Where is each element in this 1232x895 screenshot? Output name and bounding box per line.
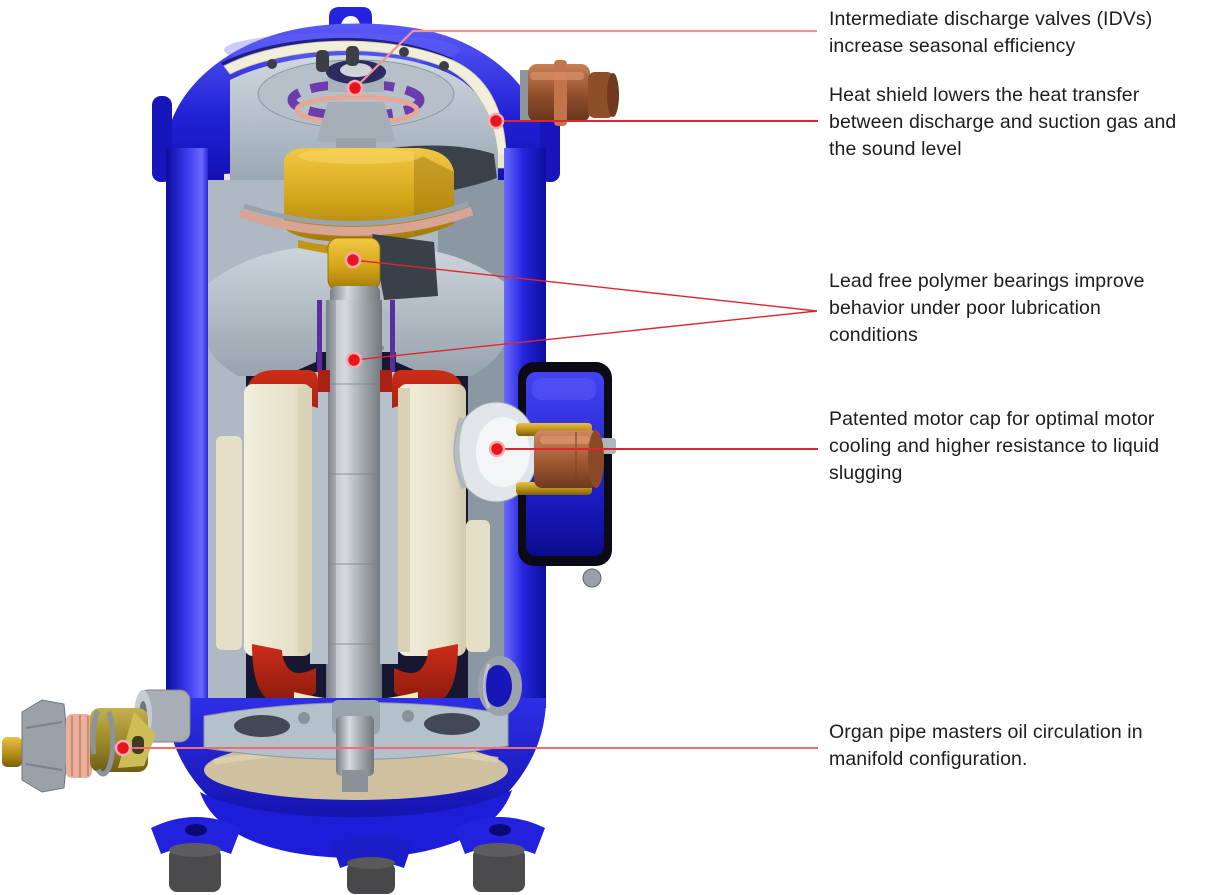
callout-dot-bearing-lower — [345, 351, 363, 369]
annotation-line: Lead free polymer bearings improve — [829, 270, 1145, 292]
annotation-line: manifold configuration. — [829, 748, 1028, 770]
annotation-line: cooling and higher resistance to liquid — [829, 435, 1160, 457]
callout-dot-organ-pipe — [114, 739, 132, 757]
annotation-organ-pipe: Organ pipe masters oil circulation in ma… — [829, 719, 1229, 773]
polymer-bearing-accents — [317, 300, 395, 372]
callout-dot-bearing-upper — [344, 251, 362, 269]
annotation-idv: Intermediate discharge valves (IDVs) inc… — [829, 6, 1229, 60]
counterweight — [372, 234, 438, 300]
motor-stator — [216, 370, 490, 712]
shell-left-wall — [166, 148, 208, 708]
callout-dot-motor-cap — [488, 440, 506, 458]
leader-bearing-lower — [353, 310, 818, 361]
annotation-bearings: Lead free polymer bearings improve behav… — [829, 268, 1229, 349]
leader-bearing-upper — [352, 259, 818, 312]
annotation-heat-shield: Heat shield lowers the heat transfer bet… — [829, 82, 1229, 163]
annotation-line: conditions — [829, 324, 918, 346]
mounting-feet — [151, 817, 545, 894]
callout-dot-heat-shield — [487, 112, 505, 130]
annotation-line: the sound level — [829, 138, 962, 160]
annotation-motor-cap: Patented motor cap for optimal motor coo… — [829, 406, 1229, 487]
shaft-tip — [336, 716, 374, 792]
leader-idv — [354, 29, 817, 89]
annotation-line: Intermediate discharge valves (IDVs) — [829, 8, 1153, 30]
annotation-line: Patented motor cap for optimal motor — [829, 408, 1155, 430]
leader-lines — [114, 29, 818, 757]
annotation-line: slugging — [829, 462, 903, 484]
annotation-line: between discharge and suction gas and — [829, 111, 1177, 133]
annotation-line: behavior under poor lubrication — [829, 297, 1101, 319]
organ-pipe-fitting — [2, 699, 156, 793]
annotation-line: Organ pipe masters oil circulation in — [829, 721, 1143, 743]
crankshaft — [326, 286, 384, 704]
callout-dot-idv — [346, 79, 364, 97]
annotation-line: increase seasonal efficiency — [829, 35, 1076, 57]
suction-pipe — [520, 60, 619, 126]
annotation-line: Heat shield lowers the heat transfer — [829, 84, 1140, 106]
sight-glass — [478, 656, 522, 716]
rotolock-fitting — [516, 423, 604, 495]
shell-front-lip — [200, 790, 512, 858]
